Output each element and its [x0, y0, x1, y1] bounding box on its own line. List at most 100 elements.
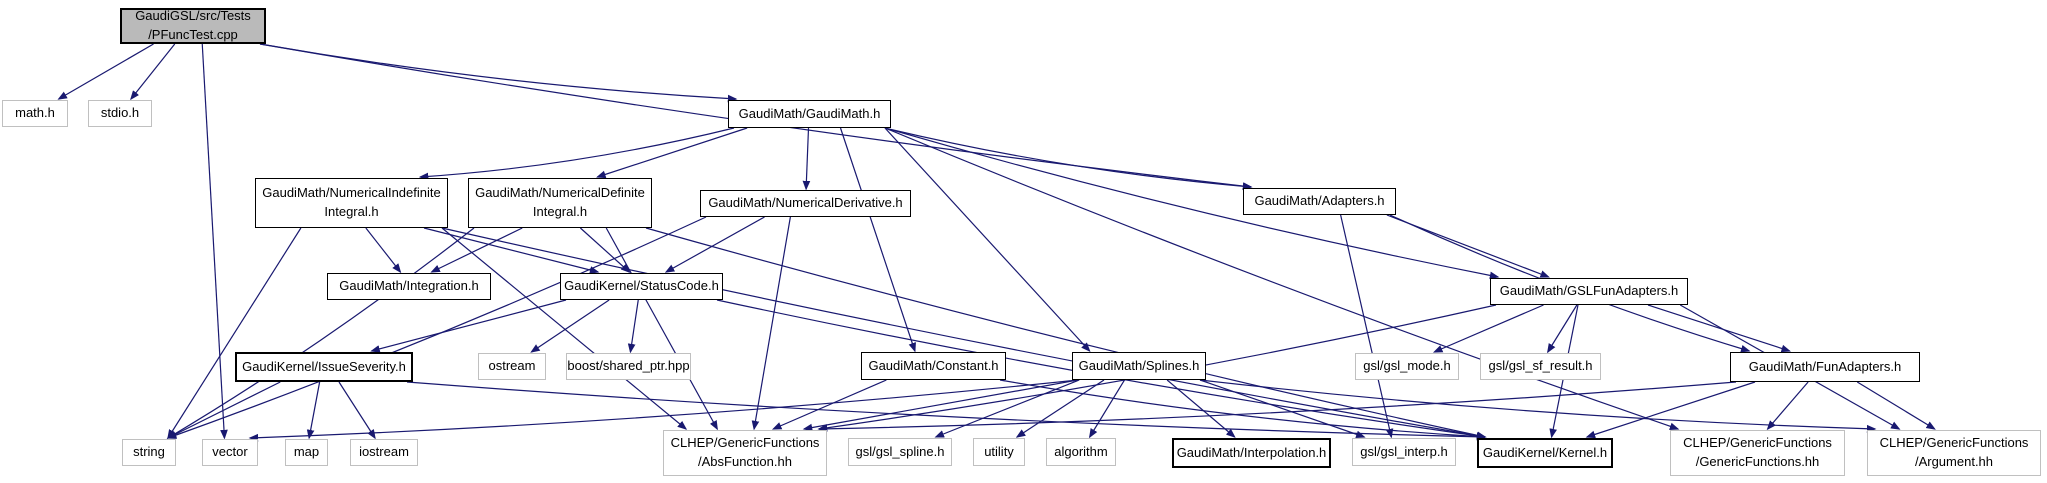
edge-issueseverity-to-map [306, 381, 321, 440]
graph-node-gslsfresult: gsl/gsl_sf_result.h [1480, 353, 1601, 380]
graph-node-label-root: GaudiGSL/src/Tests /PFuncTest.cpp [135, 8, 251, 42]
graph-node-label-gaudimath: GaudiMath/GaudiMath.h [738, 105, 881, 121]
graph-node-label-integration: GaudiMath/Integration.h [339, 278, 479, 294]
graph-node-vector: vector [202, 439, 258, 466]
graph-node-label-ostream: ostream [488, 358, 536, 374]
graph-node-boost: boost/shared_ptr.hpp [566, 353, 691, 380]
edge-gslfun-to-gslmode [1432, 304, 1544, 353]
edge-splines-to-interpolation [1166, 379, 1236, 438]
edge-numindef-to-absfunction [441, 227, 688, 430]
graph-node-label-numindef: GaudiMath/NumericalIndefinite Integral.h [262, 185, 441, 219]
graph-node-statuscode[interactable]: GaudiKernel/StatusCode.h [560, 273, 723, 300]
graph-node-numdef[interactable]: GaudiMath/NumericalDefinite Integral.h [468, 178, 652, 228]
edge-funadapters-to-absfunction [817, 381, 1737, 433]
graph-node-label-gslsfresult: gsl/gsl_sf_result.h [1488, 358, 1593, 374]
edge-issueseverity-to-kernel [406, 381, 1487, 441]
graph-node-label-genericfns: CLHEP/GenericFunctions /GenericFunctions… [1683, 435, 1832, 469]
edge-root-to-stdio_h [130, 43, 176, 101]
edge-numindef-to-kernel [441, 227, 1487, 440]
graph-node-label-absfunction: CLHEP/GenericFunctions /AbsFunction.hh [670, 435, 820, 469]
edge-splines-to-utility [1015, 379, 1105, 438]
graph-node-gaudimath[interactable]: GaudiMath/GaudiMath.h [728, 100, 891, 128]
graph-node-label-vector: vector [212, 444, 248, 460]
graph-node-string: string [122, 439, 176, 466]
graph-node-adapters[interactable]: GaudiMath/Adapters.h [1243, 188, 1396, 215]
edge-splines-to-gslspline [934, 379, 1080, 438]
graph-node-label-boost: boost/shared_ptr.hpp [567, 358, 690, 374]
graph-node-kernel[interactable]: GaudiKernel/Kernel.h [1477, 438, 1613, 468]
graph-node-funadapters[interactable]: GaudiMath/FunAdapters.h [1730, 352, 1920, 382]
edge-funadapters-to-argument [1856, 381, 1936, 430]
graph-node-numderiv[interactable]: GaudiMath/NumericalDerivative.h [700, 190, 911, 217]
graph-node-gslspline: gsl/gsl_spline.h [848, 438, 952, 466]
graph-node-label-statuscode: GaudiKernel/StatusCode.h [564, 278, 719, 294]
graph-node-iostream: iostream [350, 439, 418, 466]
graph-node-numindef[interactable]: GaudiMath/NumericalIndefinite Integral.h [255, 178, 448, 228]
graph-node-label-funadapters: GaudiMath/FunAdapters.h [1748, 358, 1902, 374]
edge-numdef-to-statuscode [579, 227, 631, 273]
graph-node-label-string: string [133, 444, 165, 460]
edge-issueseverity-to-string [166, 381, 281, 439]
edge-statuscode-to-boost [627, 299, 639, 354]
graph-node-gslmode: gsl/gsl_mode.h [1355, 353, 1459, 380]
edge-adapters-to-gslinterp [1340, 214, 1394, 439]
edge-numindef-to-integration [365, 227, 402, 274]
edge-root-to-gaudimath [259, 43, 738, 103]
edge-numdef-to-integration [430, 227, 523, 273]
edge-gaudimath-to-constant [839, 127, 916, 353]
edge-constant-to-absfunction [771, 379, 887, 430]
graph-node-constant[interactable]: GaudiMath/Constant.h [861, 352, 1006, 380]
graph-node-label-gslfun: GaudiMath/GSLFunAdapters.h [1499, 283, 1679, 299]
edge-statuscode-to-issueseverity [370, 299, 567, 353]
graph-node-label-numderiv: GaudiMath/NumericalDerivative.h [708, 195, 903, 211]
graph-node-label-constant: GaudiMath/Constant.h [868, 357, 999, 373]
graph-node-label-gslmode: gsl/gsl_mode.h [1363, 358, 1451, 374]
edge-splines-to-argument [1199, 379, 1877, 433]
graph-node-interpolation[interactable]: GaudiMath/Interpolation.h [1172, 438, 1331, 468]
graph-node-label-kernel: GaudiKernel/Kernel.h [1482, 444, 1608, 460]
graph-node-ostream: ostream [478, 353, 546, 380]
edge-gslfun-to-gslsfresult [1547, 304, 1578, 354]
edge-funadapters-to-genericfns [1766, 381, 1809, 431]
graph-node-algorithm: algorithm [1046, 438, 1116, 466]
edge-numdef-to-absfunction [605, 227, 718, 431]
graph-node-label-gslspline: gsl/gsl_spline.h [855, 443, 945, 459]
graph-node-label-algorithm: algorithm [1054, 443, 1108, 459]
graph-node-genericfns: CLHEP/GenericFunctions /GenericFunctions… [1670, 430, 1845, 476]
edge-issueseverity-to-iostream [338, 381, 376, 440]
edge-funadapters-to-kernel [1585, 381, 1756, 439]
graph-node-label-iostream: iostream [359, 444, 409, 460]
graph-node-label-splines: GaudiMath/Splines.h [1078, 357, 1200, 373]
graph-node-issueseverity[interactable]: GaudiKernel/IssueSeverity.h [235, 352, 413, 382]
edge-splines-to-gslinterp [1199, 379, 1366, 438]
edge-root-to-vector [201, 43, 228, 440]
edge-numindef-to-statuscode [423, 227, 600, 274]
graph-node-stdio_h: stdio.h [88, 100, 152, 127]
graph-node-map: map [285, 439, 328, 466]
edge-gslfun-to-funadapters [1647, 304, 1791, 353]
edge-statuscode-to-ostream [530, 299, 610, 353]
edge-splines-to-algorithm [1088, 379, 1126, 439]
graph-node-absfunction: CLHEP/GenericFunctions /AbsFunction.hh [663, 430, 827, 476]
graph-node-label-argument: CLHEP/GenericFunctions /Argument.hh [1879, 435, 2029, 469]
graph-node-label-math_h: math.h [15, 105, 55, 121]
edge-gaudimath-to-splines [884, 127, 1091, 353]
graph-node-gslinterp: gsl/gsl_interp.h [1352, 438, 1456, 466]
graph-node-root: GaudiGSL/src/Tests /PFuncTest.cpp [120, 8, 266, 44]
graph-node-label-numdef: GaudiMath/NumericalDefinite Integral.h [475, 185, 645, 219]
edge-numdef-to-kernel [645, 227, 1487, 440]
edge-gaudimath-to-numindef [418, 127, 735, 181]
edge-gaudimath-to-gslfun [884, 127, 1500, 280]
graph-node-label-utility: utility [984, 443, 1014, 459]
graph-node-integration[interactable]: GaudiMath/Integration.h [327, 273, 491, 300]
graph-node-splines[interactable]: GaudiMath/Splines.h [1072, 352, 1206, 380]
edge-adapters-to-gslfun [1386, 214, 1550, 278]
graph-node-math_h: math.h [2, 100, 68, 127]
edge-splines-to-absfunction [802, 379, 1079, 432]
graph-node-label-map: map [293, 444, 320, 460]
edge-constant-to-kernel [999, 379, 1487, 441]
edge-gaudimath-to-numderiv [802, 127, 811, 191]
graph-node-gslfun[interactable]: GaudiMath/GSLFunAdapters.h [1490, 278, 1688, 305]
